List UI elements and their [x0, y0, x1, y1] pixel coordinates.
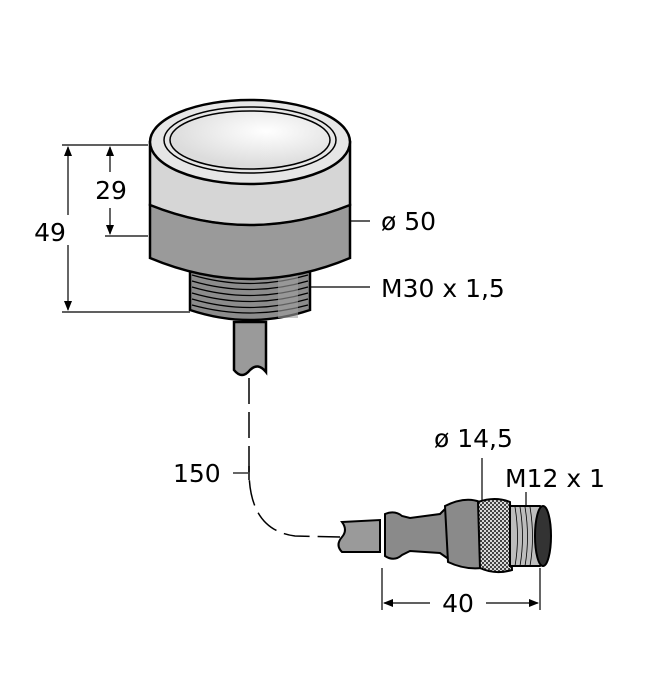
body-band [148, 203, 352, 281]
dim-lens-height: 29 [95, 176, 127, 205]
dim-cable-length: 150 [173, 459, 221, 488]
lens-top [148, 98, 352, 186]
m12-connector [337, 498, 552, 574]
dim-total-height: 49 [34, 218, 66, 247]
connector-diameter-callout: ø 14,5 [434, 424, 513, 500]
dim-connector-thread: M12 x 1 [505, 464, 605, 493]
dim-diameter: ø 50 [381, 207, 436, 236]
dim-connector-length: 40 [442, 589, 474, 618]
thread-callout: M30 x 1,5 [310, 274, 505, 303]
dim-thread: M30 x 1,5 [381, 274, 505, 303]
diameter-callout: ø 50 [350, 207, 436, 236]
connector-thread-callout: M12 x 1 [505, 464, 605, 506]
connector-length-dimension: 40 [381, 568, 541, 618]
m30-thread [188, 266, 312, 322]
cable-path: 150 [173, 378, 341, 538]
signal-light [148, 98, 352, 377]
height-dimensions: 49 29 [34, 144, 190, 313]
cable-stub [232, 320, 268, 377]
dim-connector-diameter: ø 14,5 [434, 424, 513, 453]
